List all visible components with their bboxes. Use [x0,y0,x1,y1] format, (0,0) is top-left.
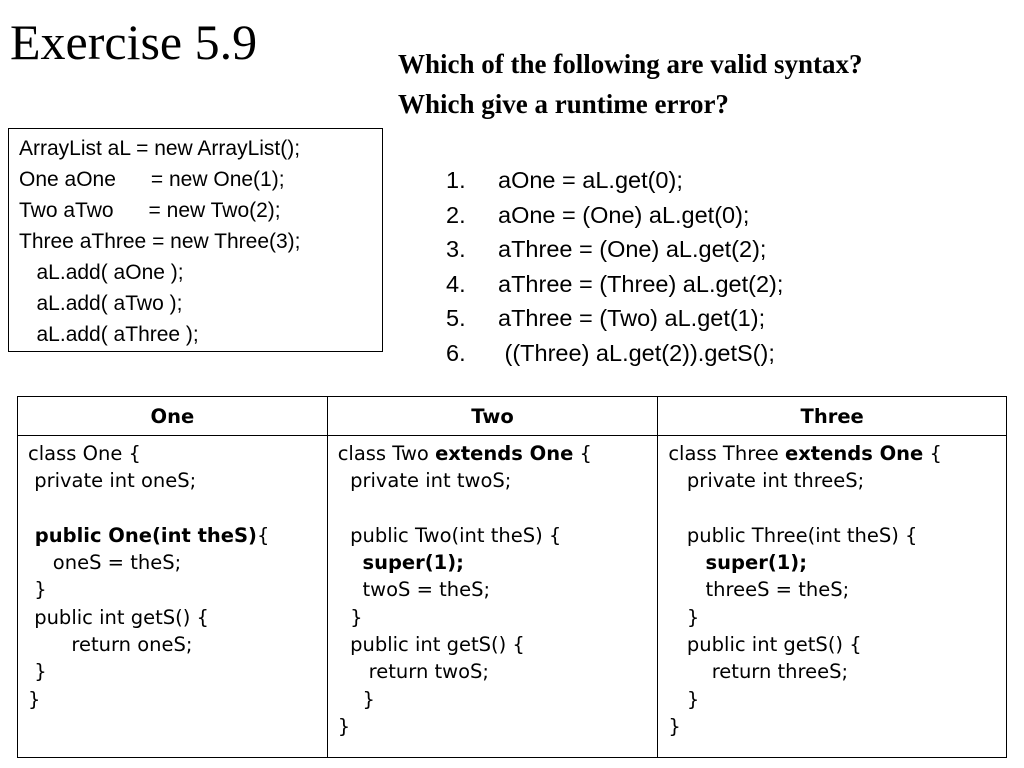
setup-code-box: ArrayList aL = new ArrayList(); One aOne… [8,128,383,352]
code-line: return oneS; [28,633,193,657]
question-line-2: Which give a runtime error? [398,89,729,119]
options-list: 1. aOne = aL.get(0); 2. aOne = (One) aL.ge… [446,163,783,370]
class-two-code: class Two extends One { private int twoS… [326,435,659,758]
code-fragment: { [923,442,942,465]
column-header-one: One [17,396,328,436]
code-line: } [28,687,41,711]
code-line: private int oneS; [28,469,197,493]
option-text: aThree = (One) aL.get(2); [498,236,767,262]
column-header-three: Three [657,396,1007,436]
question-line-1: Which of the following are valid syntax? [398,49,863,79]
code-line: aL.add( aOne ); [19,261,184,284]
option-text: aThree = (Three) aL.get(2); [498,270,784,297]
code-line: } [337,714,351,738]
code-line: private int twoS; [337,469,512,493]
code-line: super(1); [338,549,648,576]
slide-title: Exercise 5.9 [10,14,258,70]
code-line: oneS = theS; [28,551,182,575]
code-fragment: class Three [668,442,785,465]
code-line: } [337,605,363,629]
option-item: 5. aThree = (Two) aL.get(1); [446,301,783,336]
question-heading: Which of the following are valid syntax?… [398,44,863,124]
option-text: aThree = (Two) aL.get(1); [498,305,766,331]
extends-keyword: extends One [435,442,574,465]
column-header-two: Two [326,396,659,436]
code-line: aL.add( aThree ); [19,323,199,346]
option-item: 6. ((Three) aL.get(2)).getS(); [446,336,783,371]
code-line: class Three extends One { [668,440,996,467]
option-number: 3. [446,236,466,262]
option-item: 4. aThree = (Three) aL.get(2); [446,267,783,302]
code-line: } [337,687,375,711]
class-three-code: class Three extends One { private int th… [657,435,1007,758]
code-line: return twoS; [337,660,489,684]
code-line: aL.add( aTwo ); [19,292,183,315]
code-line: super(1); [668,549,996,576]
code-line: return threeS; [668,660,849,684]
option-number: 1. [446,167,466,193]
code-fragment: { [256,523,270,547]
code-line: } [28,578,47,602]
super-call: super(1); [362,551,464,575]
option-number: 4. [446,270,466,297]
class-definitions-table: One Two Three class One { private int on… [17,396,1007,758]
code-line: Three aThree = new Three(3); [19,230,301,253]
code-line: } [668,714,681,738]
code-line: public Three(int theS) { [668,523,918,547]
option-text: aOne = aL.get(0); [498,167,683,193]
option-item: 2. aOne = (One) aL.get(0); [446,198,783,233]
code-line: public int getS() { [668,633,862,657]
option-text: ((Three) aL.get(2)).getS(); [498,339,775,366]
table-header-row: One Two Three [17,396,1007,436]
code-line: threeS = theS; [668,578,850,602]
code-line: } [28,660,47,684]
code-line: } [668,687,700,711]
code-fragment [338,551,363,574]
code-line: One aOne = new One(1); [19,168,285,191]
code-line: public Two(int theS) { [337,523,562,547]
option-number: 6. [446,339,466,366]
table-code-row: class One { private int oneS; public One… [17,435,1007,758]
code-line: public One(int theS){ [28,522,317,549]
class-one-code: class One { private int oneS; public One… [17,435,328,758]
code-line: } [668,605,700,629]
code-line: public int getS() { [337,633,525,657]
code-line: class One { [28,442,141,465]
option-number: 2. [446,201,466,228]
code-line: Two aTwo = new Two(2); [19,199,281,222]
code-fragment: class Two [337,442,436,465]
code-line: private int threeS; [668,469,865,493]
code-line [668,495,996,522]
option-item: 3. aThree = (One) aL.get(2); [446,232,783,267]
option-text: aOne = (One) aL.get(0); [498,201,750,228]
code-line [28,495,317,522]
option-item: 1. aOne = aL.get(0); [446,163,783,198]
code-line: twoS = theS; [337,578,491,602]
extends-keyword: extends One [785,442,924,465]
code-line: public int getS() { [28,605,209,629]
super-call: super(1); [705,551,808,575]
constructor-signature: public One(int theS) [28,523,257,547]
code-line: ArrayList aL = new ArrayList(); [19,137,301,160]
option-number: 5. [446,305,466,331]
code-fragment [668,551,705,574]
code-line [338,495,648,522]
code-line: class Two extends One { [338,440,648,467]
code-fragment: { [573,442,592,465]
